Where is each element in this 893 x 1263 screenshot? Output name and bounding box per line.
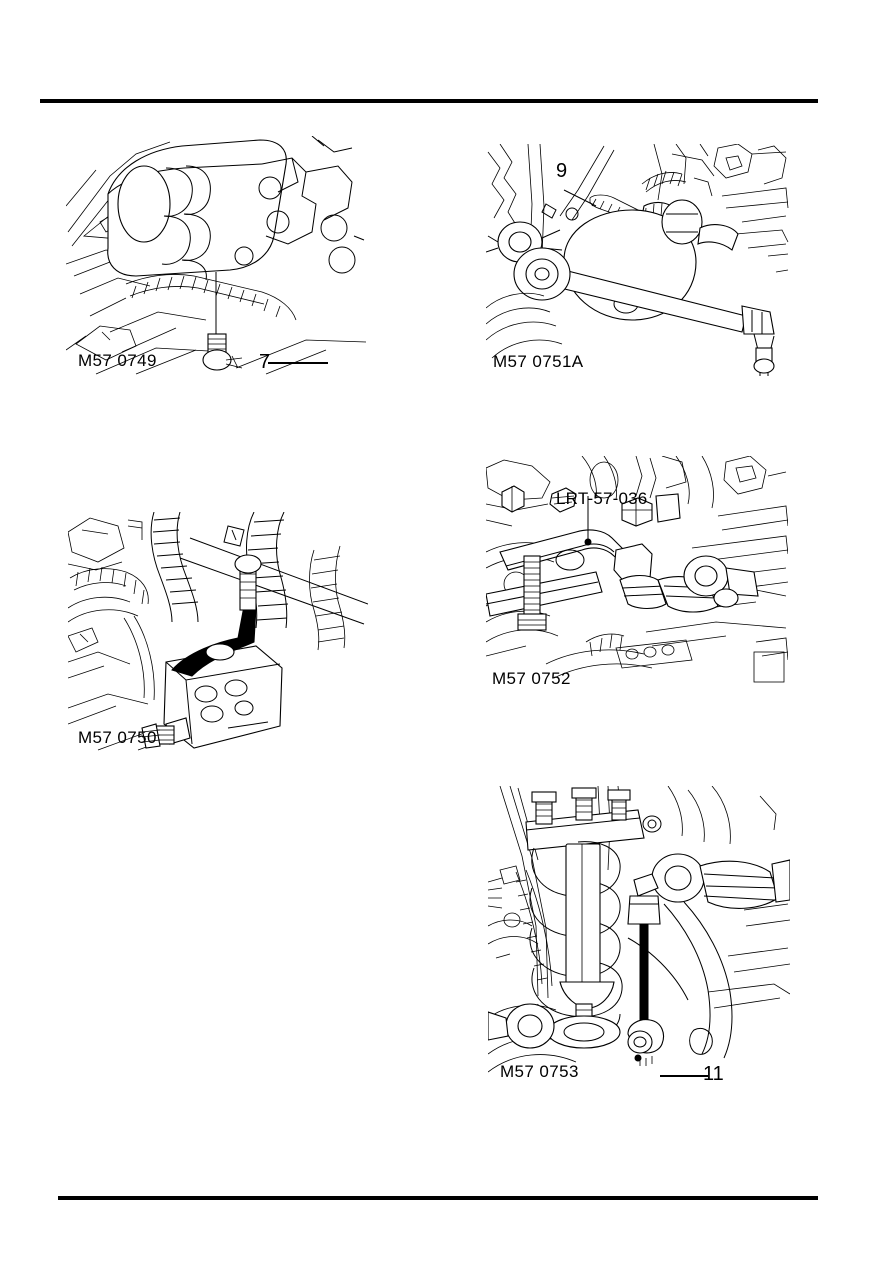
figure-code-label: M57 0751A <box>493 352 584 371</box>
figure-m57-0749 <box>66 136 368 376</box>
figure-m57-0750 <box>68 512 368 752</box>
callout-7: 7 <box>259 351 271 373</box>
figure-code-label: M57 0749 <box>78 351 157 370</box>
callout-leader-line <box>268 362 328 364</box>
figure-m57-0751a <box>486 144 790 376</box>
figure-m57-0752 <box>486 456 788 688</box>
tool-label-lrt-57-036: LRT-57-036 <box>556 489 648 508</box>
figure-m57-0753 <box>488 786 790 1086</box>
figure-code-label: M57 0752 <box>492 669 571 688</box>
figure-code-label: M57 0753 <box>500 1062 579 1081</box>
callout-11: 11 <box>703 1063 724 1085</box>
page-header-rule <box>40 99 818 103</box>
callout-9: 9 <box>556 160 568 182</box>
callout-leader-line <box>660 1075 708 1077</box>
figure-code-label: M57 0750 <box>78 728 157 747</box>
page-footer-rule <box>58 1196 818 1200</box>
